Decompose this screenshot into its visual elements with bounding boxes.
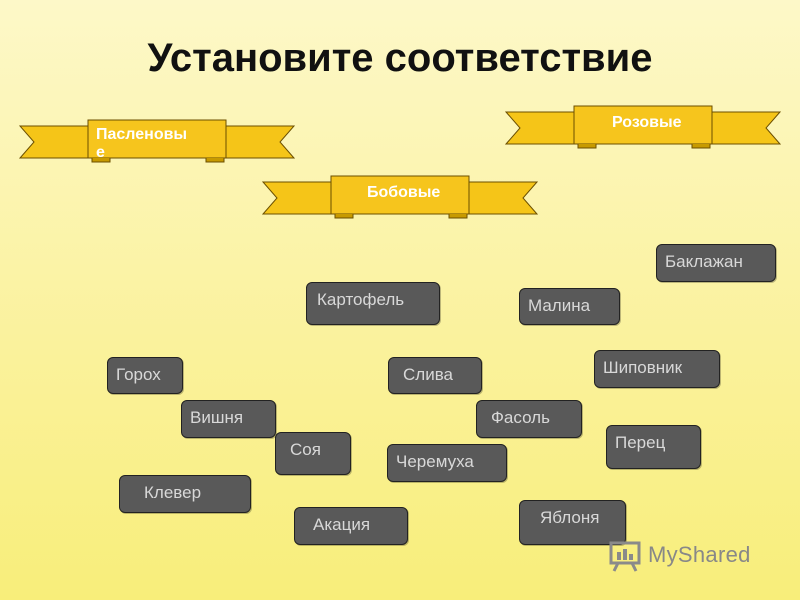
- plant-card-acacia[interactable]: Акация: [294, 507, 408, 545]
- slide-title: Установите соответствие: [147, 36, 653, 80]
- category-label: Бобовые: [367, 184, 441, 201]
- category-label: Пасленовы е: [96, 126, 188, 161]
- plant-card-potato[interactable]: Картофель: [306, 282, 440, 325]
- plant-card-rosehip[interactable]: Шиповник: [594, 350, 720, 388]
- category-banner-rosaceae[interactable]: Розовые: [504, 104, 782, 150]
- plant-card-apple[interactable]: Яблоня: [519, 500, 626, 545]
- plant-card-pea[interactable]: Горох: [107, 357, 183, 394]
- plant-card-cherry[interactable]: Вишня: [181, 400, 276, 438]
- ribbon-shape: [261, 175, 539, 219]
- category-banner-fabaceae[interactable]: Бобовые: [261, 174, 539, 220]
- ribbon-shape: [18, 119, 296, 163]
- plant-card-eggplant[interactable]: Баклажан: [656, 244, 776, 282]
- plant-card-raspberry[interactable]: Малина: [519, 288, 620, 325]
- category-label: Розовые: [612, 114, 682, 131]
- plant-card-bean[interactable]: Фасоль: [476, 400, 582, 438]
- myshared-logo: MyShared: [608, 538, 768, 572]
- presentation-board-icon: [609, 541, 641, 572]
- category-banner-solanaceae[interactable]: Пасленовы е: [18, 118, 296, 164]
- plant-card-pepper[interactable]: Перец: [606, 425, 701, 469]
- plant-card-clover[interactable]: Клевер: [119, 475, 251, 513]
- plant-card-soy[interactable]: Соя: [275, 432, 351, 475]
- ribbon-shape: [504, 105, 782, 149]
- watermark-text: MyShared: [648, 542, 751, 567]
- plant-card-plum[interactable]: Слива: [388, 357, 482, 394]
- plant-card-bird-cherry[interactable]: Черемуха: [387, 444, 507, 482]
